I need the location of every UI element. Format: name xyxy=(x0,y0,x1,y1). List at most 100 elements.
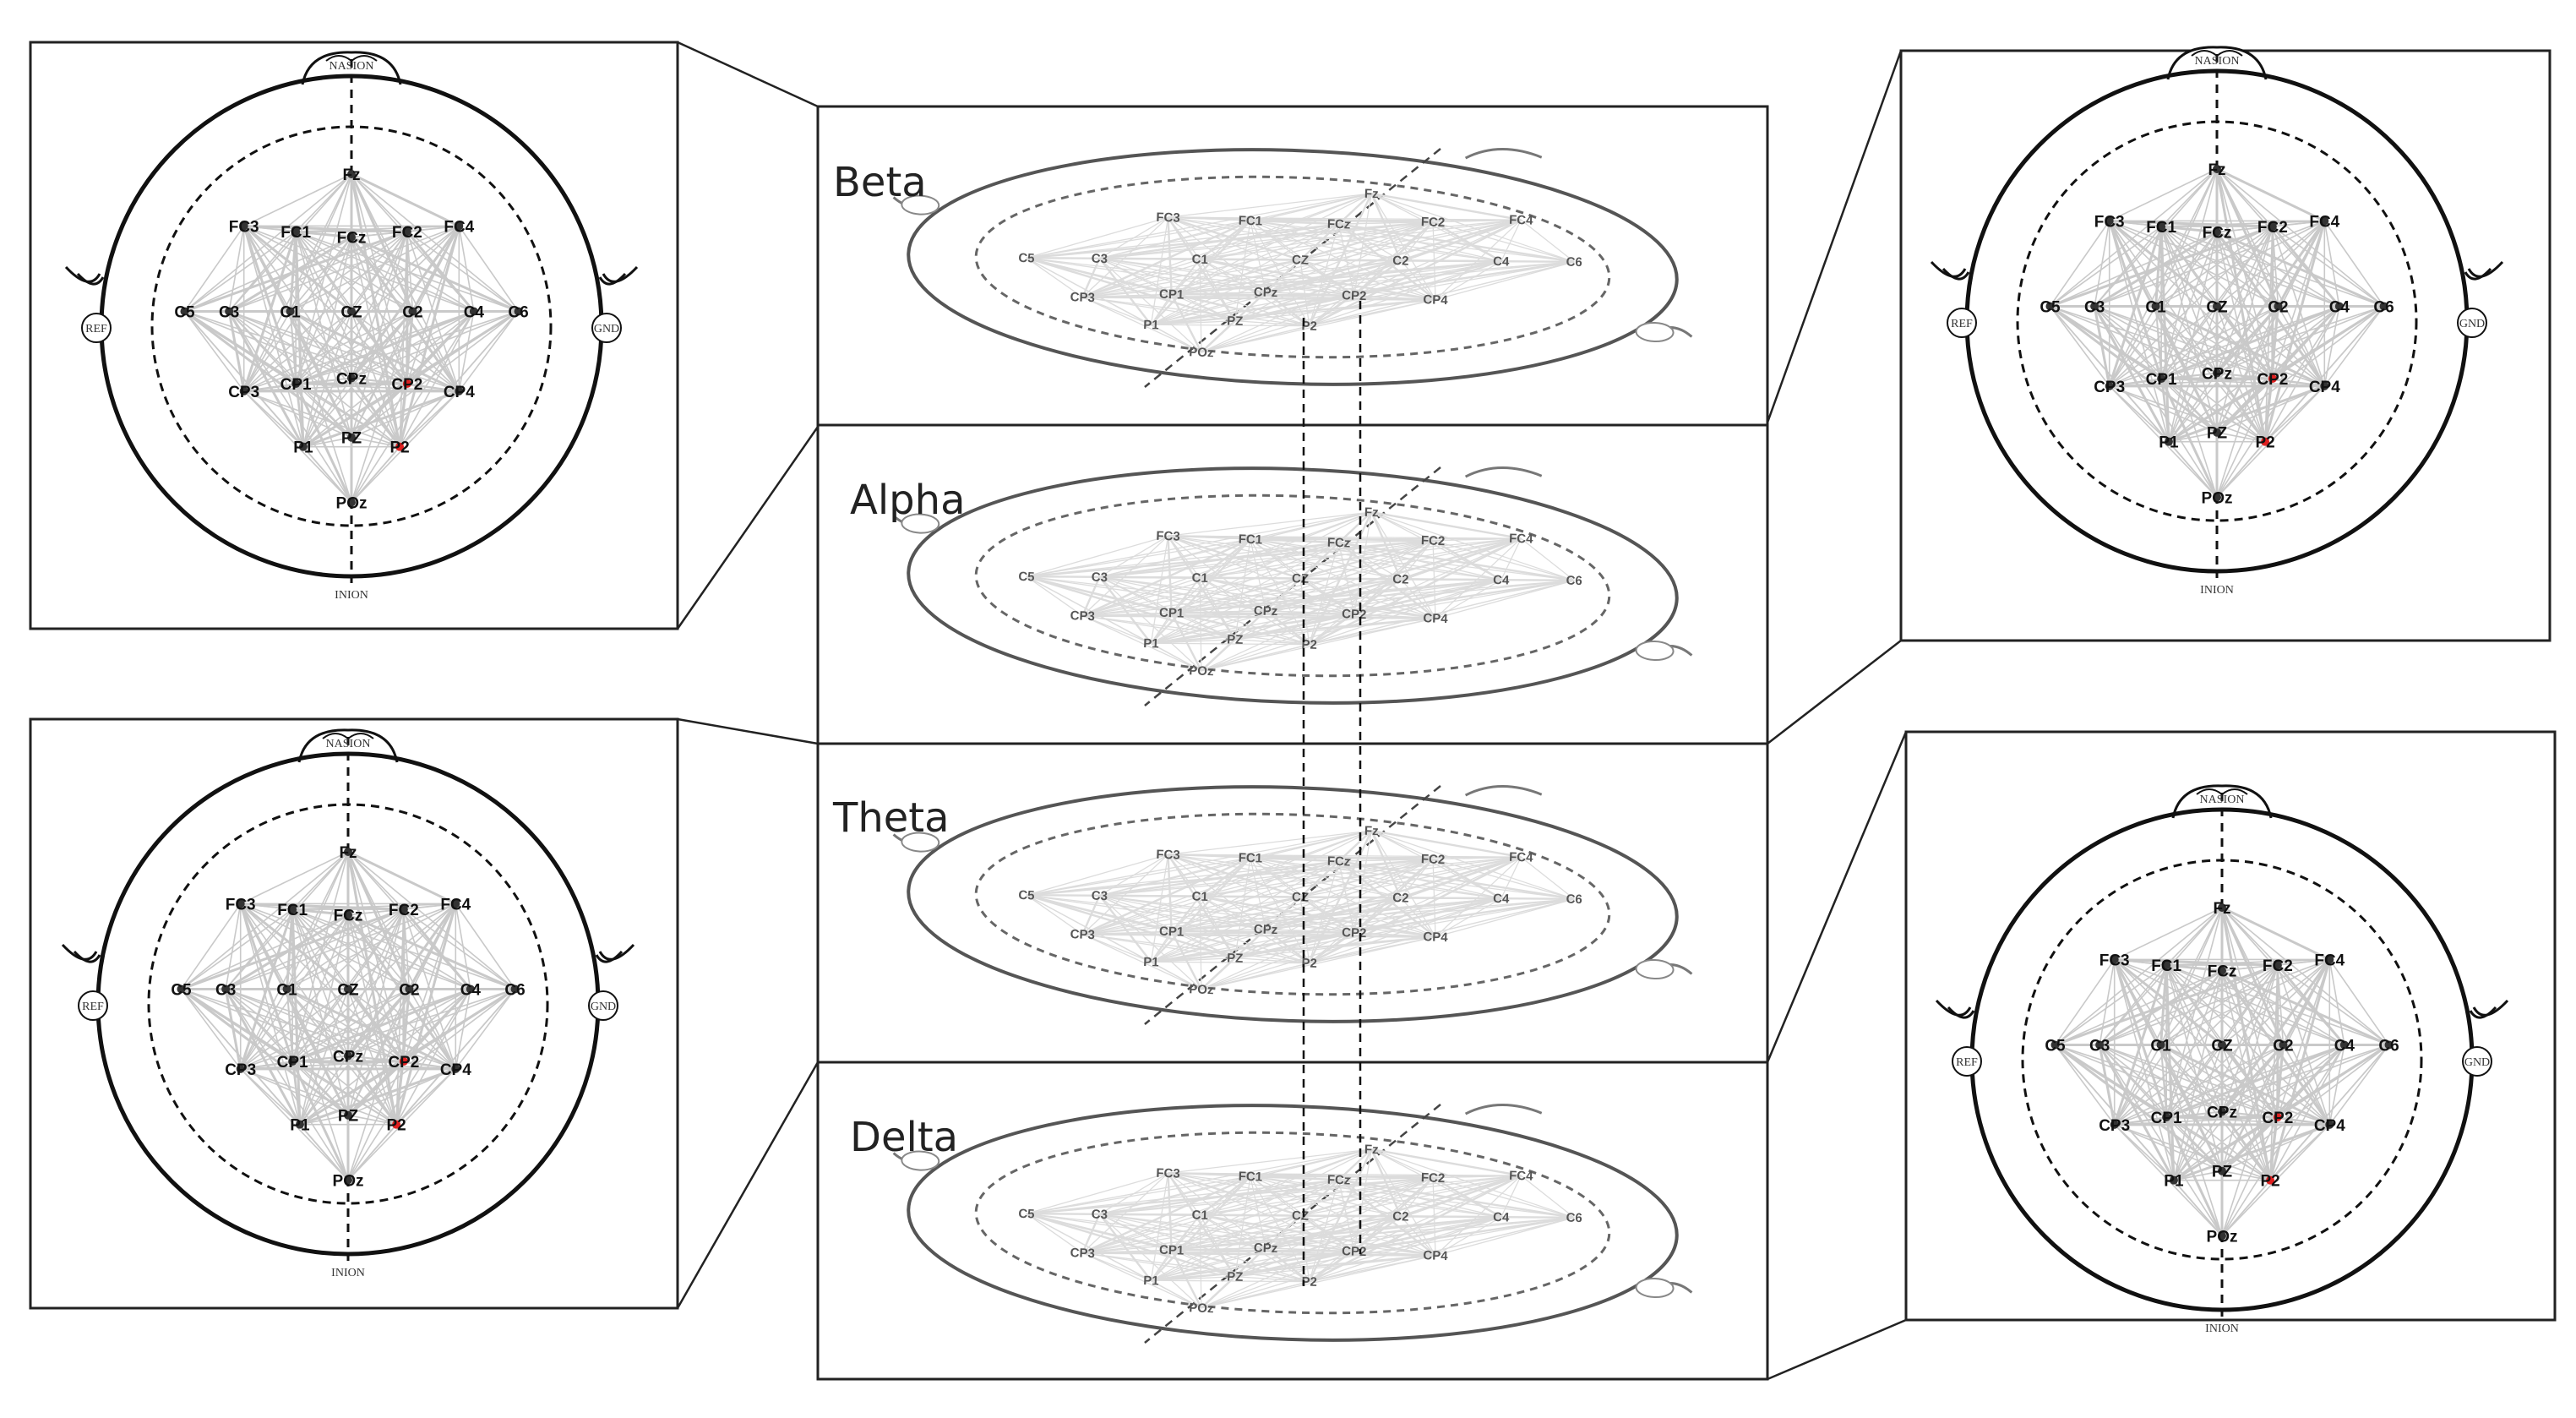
connectivity-edge xyxy=(180,908,405,990)
electrode-cz: CZ xyxy=(1292,890,1310,905)
connectivity-edge xyxy=(2221,1044,2271,1181)
electrode-cp3: CP3 xyxy=(1070,290,1095,305)
electrode-cp1: CP1 xyxy=(280,376,312,394)
connectivity-edge xyxy=(1171,896,1301,932)
electrode-fc2: FC2 xyxy=(2257,219,2288,237)
connectivity-edge xyxy=(1082,297,1235,322)
connectivity-edge xyxy=(1353,295,1436,301)
electrode-fcz: FCz xyxy=(2203,225,2232,243)
electrode-dot xyxy=(344,984,352,994)
electrode-cp2: CP2 xyxy=(391,376,422,394)
connectivity-edge xyxy=(243,310,352,392)
right-ear-inner-icon xyxy=(2469,1006,2497,1019)
connectivity-edge xyxy=(1151,932,1354,963)
connectivity-edge xyxy=(1435,219,1522,301)
connectivity-edge xyxy=(1026,193,1372,259)
connectivity-edge xyxy=(1299,1175,1522,1217)
connectivity-edge xyxy=(299,989,349,1125)
electrode-c4: C4 xyxy=(1493,892,1510,907)
electrode-dot xyxy=(455,386,464,395)
connectivity-edge xyxy=(1435,580,1575,619)
connectivity-edge xyxy=(296,230,352,239)
nose-outline xyxy=(1464,1104,1543,1115)
connectivity-edge xyxy=(2271,226,2341,308)
connectivity-edge xyxy=(1432,221,1502,263)
connectivity-edge xyxy=(1201,1275,1236,1309)
connectivity-edge xyxy=(1151,614,1354,644)
connectivity-edge xyxy=(347,988,471,1057)
connectivity-edge xyxy=(292,903,456,910)
connectivity-edge xyxy=(347,914,471,990)
band-label-theta: Theta xyxy=(832,794,950,842)
electrode-p2: P2 xyxy=(386,1117,406,1135)
connectivity-edge xyxy=(351,436,400,448)
connectivity-edge xyxy=(2173,1170,2223,1181)
electrode-dot xyxy=(291,227,301,237)
connectivity-edge xyxy=(1168,830,1372,855)
connectivity-edge xyxy=(1082,577,1301,617)
connectivity-edge xyxy=(228,310,460,392)
electrode-dot xyxy=(2266,1175,2275,1185)
electrode-c6: C6 xyxy=(2378,1037,2399,1055)
electrode-c2: C2 xyxy=(402,303,422,321)
electrode-dot xyxy=(282,984,291,994)
electrode-poz: POz xyxy=(2207,1229,2238,1246)
electrode-cp3: CP3 xyxy=(228,384,259,401)
electrode-pz: PZ xyxy=(2212,1164,2233,1181)
connectivity-edge xyxy=(291,908,349,1056)
connectivity-edge xyxy=(2109,305,2218,387)
connectivity-edge xyxy=(1026,221,1434,259)
connectivity-edge xyxy=(1234,540,1434,641)
connectivity-edge xyxy=(1435,1217,1575,1257)
electrode-dot xyxy=(2164,437,2173,446)
electrode-fz: Fz xyxy=(1364,1143,1379,1158)
connectivity-edge xyxy=(2323,305,2385,387)
connectivity-edge xyxy=(1201,935,1436,990)
connectivity-edge xyxy=(1371,1148,1522,1177)
connectivity-edge xyxy=(2099,958,2330,1046)
electrode-dot xyxy=(399,1057,408,1066)
connectivity-edge xyxy=(2221,1124,2330,1172)
connectivity-edge xyxy=(2173,1180,2223,1237)
connectivity-edge xyxy=(1500,537,1522,581)
connectivity-edge xyxy=(2323,221,2385,307)
connectivity-edge xyxy=(2216,232,2279,307)
electrode-dot xyxy=(2273,961,2282,970)
connectivity-edge xyxy=(183,173,352,313)
electrode-dot xyxy=(2320,381,2329,390)
connectivity-edge xyxy=(2099,959,2116,1045)
electrode-dot xyxy=(2162,1113,2171,1122)
connectivity-edge xyxy=(1500,579,1575,581)
connectivity-edge xyxy=(1099,1172,1168,1215)
connectivity-edge xyxy=(2165,958,2330,1118)
connectivity-edge xyxy=(1353,221,1434,297)
connectivity-edge xyxy=(2093,306,2111,387)
connectivity-edge xyxy=(1353,932,1436,938)
connectivity-edge xyxy=(240,1068,349,1116)
connectivity-edge xyxy=(1098,576,1152,645)
connectivity-edge xyxy=(2276,964,2346,1046)
connectivity-edge xyxy=(1150,293,1173,325)
connectivity-edge xyxy=(1150,577,1201,644)
electrode-dot xyxy=(2105,381,2114,390)
connectivity-edge xyxy=(180,851,349,990)
connectivity-edge xyxy=(225,908,405,990)
connectivity-edge xyxy=(1082,934,1235,959)
connectivity-edge xyxy=(243,311,291,392)
connectivity-edge xyxy=(1500,1216,1575,1219)
connectivity-edge xyxy=(1171,830,1372,932)
connectivity-edge xyxy=(1299,897,1310,963)
connectivity-edge xyxy=(1299,259,1310,326)
electrode-c4: C4 xyxy=(1493,254,1510,270)
gnd-electrode xyxy=(2462,1046,2492,1077)
connectivity-edge xyxy=(299,1067,456,1126)
connectivity-edge xyxy=(1151,292,1266,325)
electrode-fz: Fz xyxy=(339,844,357,862)
electrode-dot xyxy=(291,379,301,389)
electrode-dot xyxy=(2379,302,2388,311)
electrode-c2: C2 xyxy=(399,981,419,999)
connectivity-edge xyxy=(1500,856,1522,899)
electrode-dot xyxy=(451,899,460,908)
connectivity-edge xyxy=(1520,856,1575,900)
